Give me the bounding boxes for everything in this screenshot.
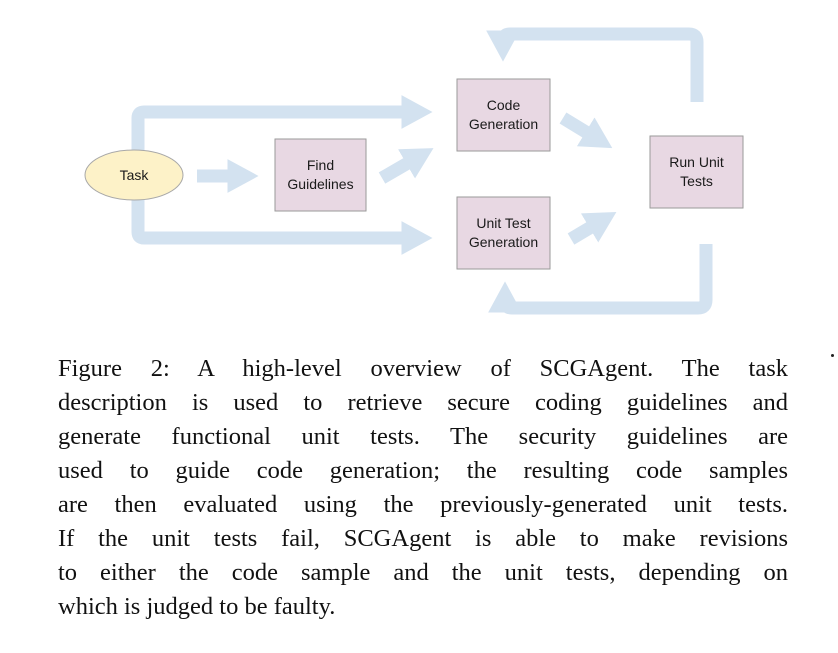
node-unit-test-generation-label-line2: Generation [469,234,538,250]
arrow-find-guidelines-to-code-generation [378,148,434,184]
caption-line: which is judged to be faulty. [58,593,336,620]
arrow-revise-code-loop [486,27,704,102]
node-unit-test-generation: Unit Test Generation [456,196,551,270]
arrow-revise-tests-loop [488,244,713,315]
node-find-guidelines-label-line2: Guidelines [287,176,353,192]
caption-line: to either the code sample and the unit t… [58,559,788,586]
figure-caption: Figure 2: A high-level overview of SCGAg… [58,352,788,624]
node-run-unit-tests-label-line1: Run Unit [669,154,724,170]
node-find-guidelines: Find Guidelines [274,138,367,212]
stray-dot [831,354,834,357]
caption-line: description is used to retrieve secure c… [58,389,788,416]
arrow-code-generation-to-run-unit-tests [559,112,613,149]
caption-line: generate functional unit tests. The secu… [58,423,788,450]
caption-line: used to guide code generation; the resul… [58,457,788,484]
scgagent-flow-diagram: Task Find Guidelines Code Generation Uni… [84,27,744,315]
node-code-generation: Code Generation [456,78,551,152]
caption-line: are then evaluated using the previously-… [58,491,788,518]
node-run-unit-tests: Run Unit Tests [649,135,744,209]
node-code-generation-label-line2: Generation [469,116,538,132]
node-code-generation-label-line1: Code [487,97,521,113]
node-unit-test-generation-label-line1: Unit Test [476,215,530,231]
arrow-task-to-code-generation [131,95,433,160]
arrow-task-to-unit-test-generation [131,192,433,255]
caption-line: If the unit tests fail, SCGAgent is able… [58,525,788,552]
caption-line: Figure 2: A high-level overview of SCGAg… [58,355,788,382]
arrow-unit-test-generation-to-run-unit-tests [567,212,617,245]
node-task: Task [84,149,184,201]
node-task-label: Task [120,167,150,183]
node-run-unit-tests-label-line2: Tests [680,173,713,189]
node-find-guidelines-label-line1: Find [307,157,334,173]
